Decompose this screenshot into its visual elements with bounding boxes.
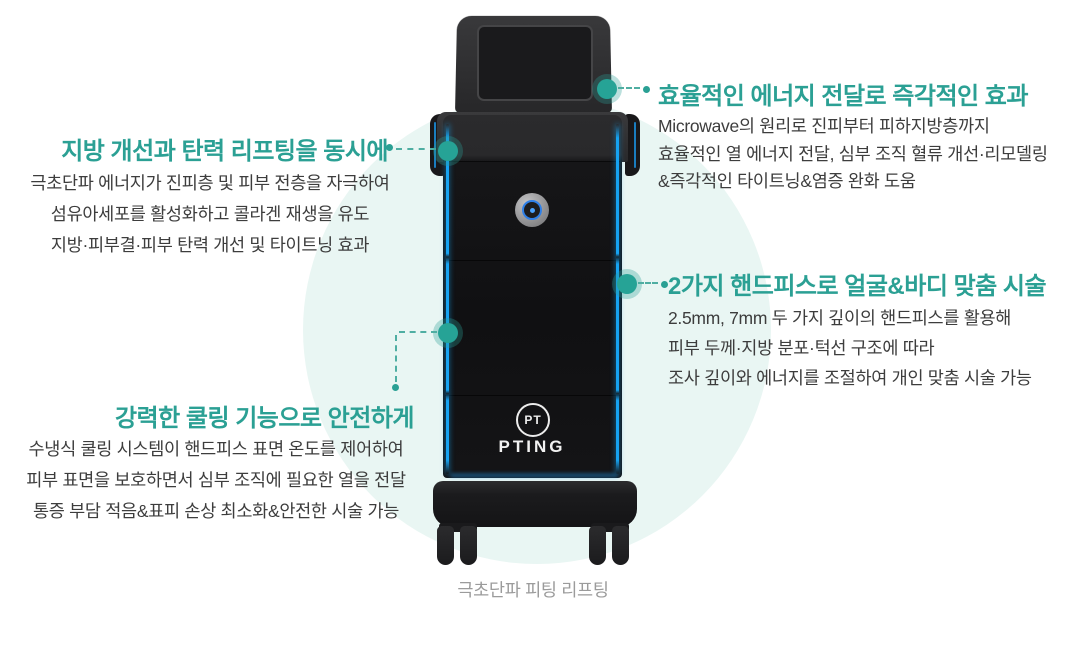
feature-body-energy: Microwave의 원리로 진피부터 피하지방층까지 효율적인 열 에너지 전… — [658, 113, 1070, 196]
connector-dot-small — [661, 281, 668, 288]
device-base — [433, 481, 637, 527]
connector-dot-large — [617, 274, 637, 294]
connector-dash — [618, 87, 640, 89]
feature-line: 조사 깊이와 에너지를 조절하여 개인 맞춤 시술 가능 — [668, 368, 1032, 388]
feature-line: &즉각적인 타이트닝&염증 완화 도움 — [658, 171, 916, 191]
panel-seam — [445, 395, 620, 396]
wheel — [612, 526, 629, 565]
wheel-cluster-right — [589, 523, 631, 565]
feature-line: 지방·피부결·피부 탄력 개선 및 타이트닝 효과 — [50, 235, 370, 255]
device-caption: 극초단파 피팅 리프팅 — [457, 580, 609, 600]
feature-body-fat-lifting: 극초단파 에너지가 진피층 및 피부 전층을 자극하여 섬유아세포를 활성화하고… — [0, 168, 420, 261]
feature-body-handpieces: 2.5mm, 7mm 두 가지 깊이의 핸드피스를 활용해 피부 두께·지방 분… — [668, 303, 1070, 393]
feature-line: 피부 표면을 보호하면서 심부 조직에 필요한 열을 전달 — [26, 470, 406, 490]
connector-dot-large — [438, 141, 458, 161]
feature-body-cooling: 수냉식 쿨링 시스템이 핸드피스 표면 온도를 제어하여 피부 표면을 보호하면… — [0, 434, 432, 527]
wheel — [437, 526, 454, 565]
wheel-bracket — [439, 523, 477, 532]
feature-line: 섬유아세포를 활성화하고 콜라겐 재생을 유도 — [50, 204, 370, 224]
feature-line: 피부 두께·지방 분포·턱선 구조에 따라 — [668, 338, 935, 358]
power-indicator-icon — [529, 207, 535, 213]
power-button-ring — [522, 200, 542, 220]
feature-line: 극초단파 에너지가 진피층 및 피부 전층을 자극하여 — [30, 173, 390, 193]
wheel — [460, 526, 477, 565]
connector-dot-large — [597, 79, 617, 99]
connector-dash — [395, 335, 397, 382]
brand-logo-text: PTING — [498, 437, 566, 456]
feature-line: 효율적인 열 에너지 전달, 심부 조직 혈류 개선·리모델링 — [658, 143, 1048, 164]
feature-title-energy: 효율적인 에너지 전달로 즉각적인 효과 — [658, 83, 1028, 110]
feature-line: Microwave의 원리로 진피부터 피하지방층까지 — [658, 116, 990, 136]
wheel-cluster-left — [437, 523, 479, 565]
led-strip-right — [616, 124, 619, 474]
feature-line: 통증 부담 적음&표피 손상 최소화&안전한 시술 가능 — [32, 501, 400, 521]
feature-title-handpieces: 2가지 핸드피스로 얼굴&바디 맞춤 시술 — [668, 273, 1047, 300]
connector-dot-large — [438, 323, 458, 343]
power-button — [515, 193, 549, 227]
connector-dash — [638, 282, 658, 284]
wheel — [589, 526, 606, 565]
device-right-ear — [625, 114, 640, 176]
panel-seam — [445, 161, 620, 162]
base-led-glow — [450, 474, 618, 477]
ear-led-left — [434, 122, 436, 168]
brand-monogram: PT — [524, 413, 542, 427]
panel-seam — [445, 260, 620, 261]
feature-line: 2.5mm, 7mm 두 가지 깊이의 핸드피스를 활용해 — [668, 308, 1012, 328]
connector-dot-small — [386, 144, 393, 151]
connector-dash — [399, 331, 437, 333]
ear-led-right — [634, 122, 636, 168]
connector-dot-small — [392, 384, 399, 391]
device-screen — [477, 25, 593, 101]
brand-logo-icon: PT — [516, 403, 550, 437]
feature-title-fat-lifting: 지방 개선과 탄력 리프팅을 동시에 — [61, 138, 388, 165]
feature-title-cooling: 강력한 쿨링 기능으로 안전하게 — [114, 405, 415, 432]
led-strip-left — [446, 124, 449, 474]
connector-dash — [396, 148, 436, 150]
wheel-bracket — [591, 523, 629, 532]
connector-dot-small — [643, 86, 650, 93]
feature-line: 수냉식 쿨링 시스템이 핸드피스 표면 온도를 제어하여 — [28, 439, 404, 459]
